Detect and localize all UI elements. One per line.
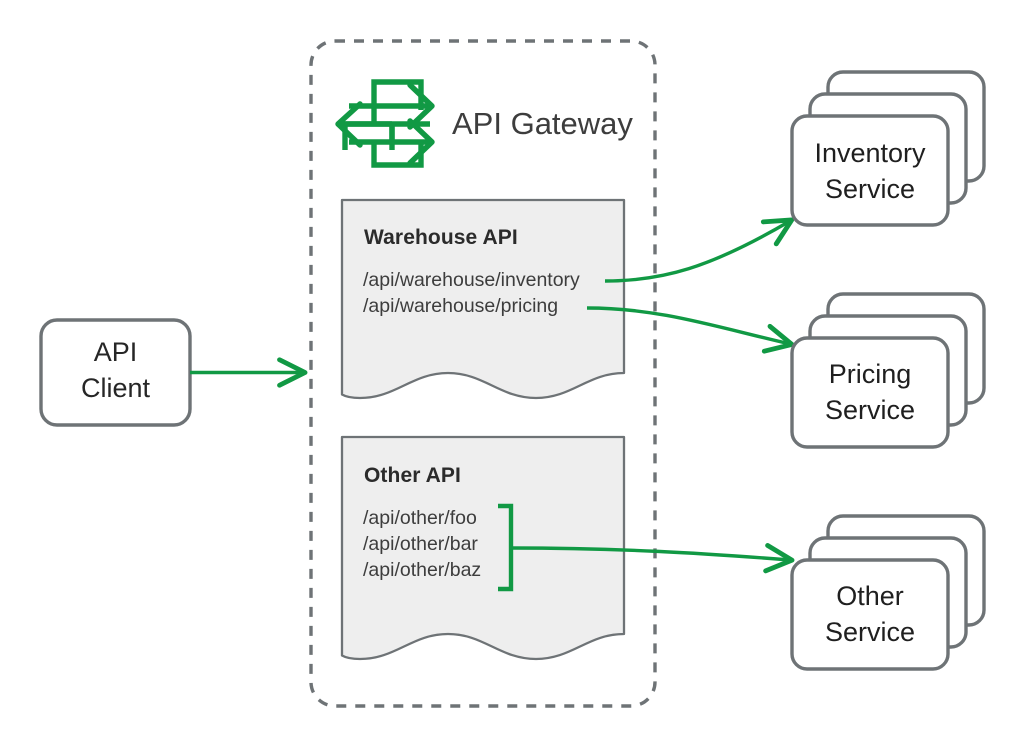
warehouse-api-card[interactable] [340, 198, 626, 400]
connector-pricing [586, 306, 795, 354]
connector-other [510, 543, 795, 574]
inventory-service-box[interactable] [790, 70, 986, 227]
connector-inventory [604, 217, 795, 283]
api-gateway-icon [335, 79, 435, 168]
pricing-service-box[interactable] [790, 292, 986, 449]
other-api-card[interactable] [340, 435, 626, 661]
other-service-box[interactable] [790, 514, 986, 671]
api-client-box[interactable] [39, 318, 192, 427]
